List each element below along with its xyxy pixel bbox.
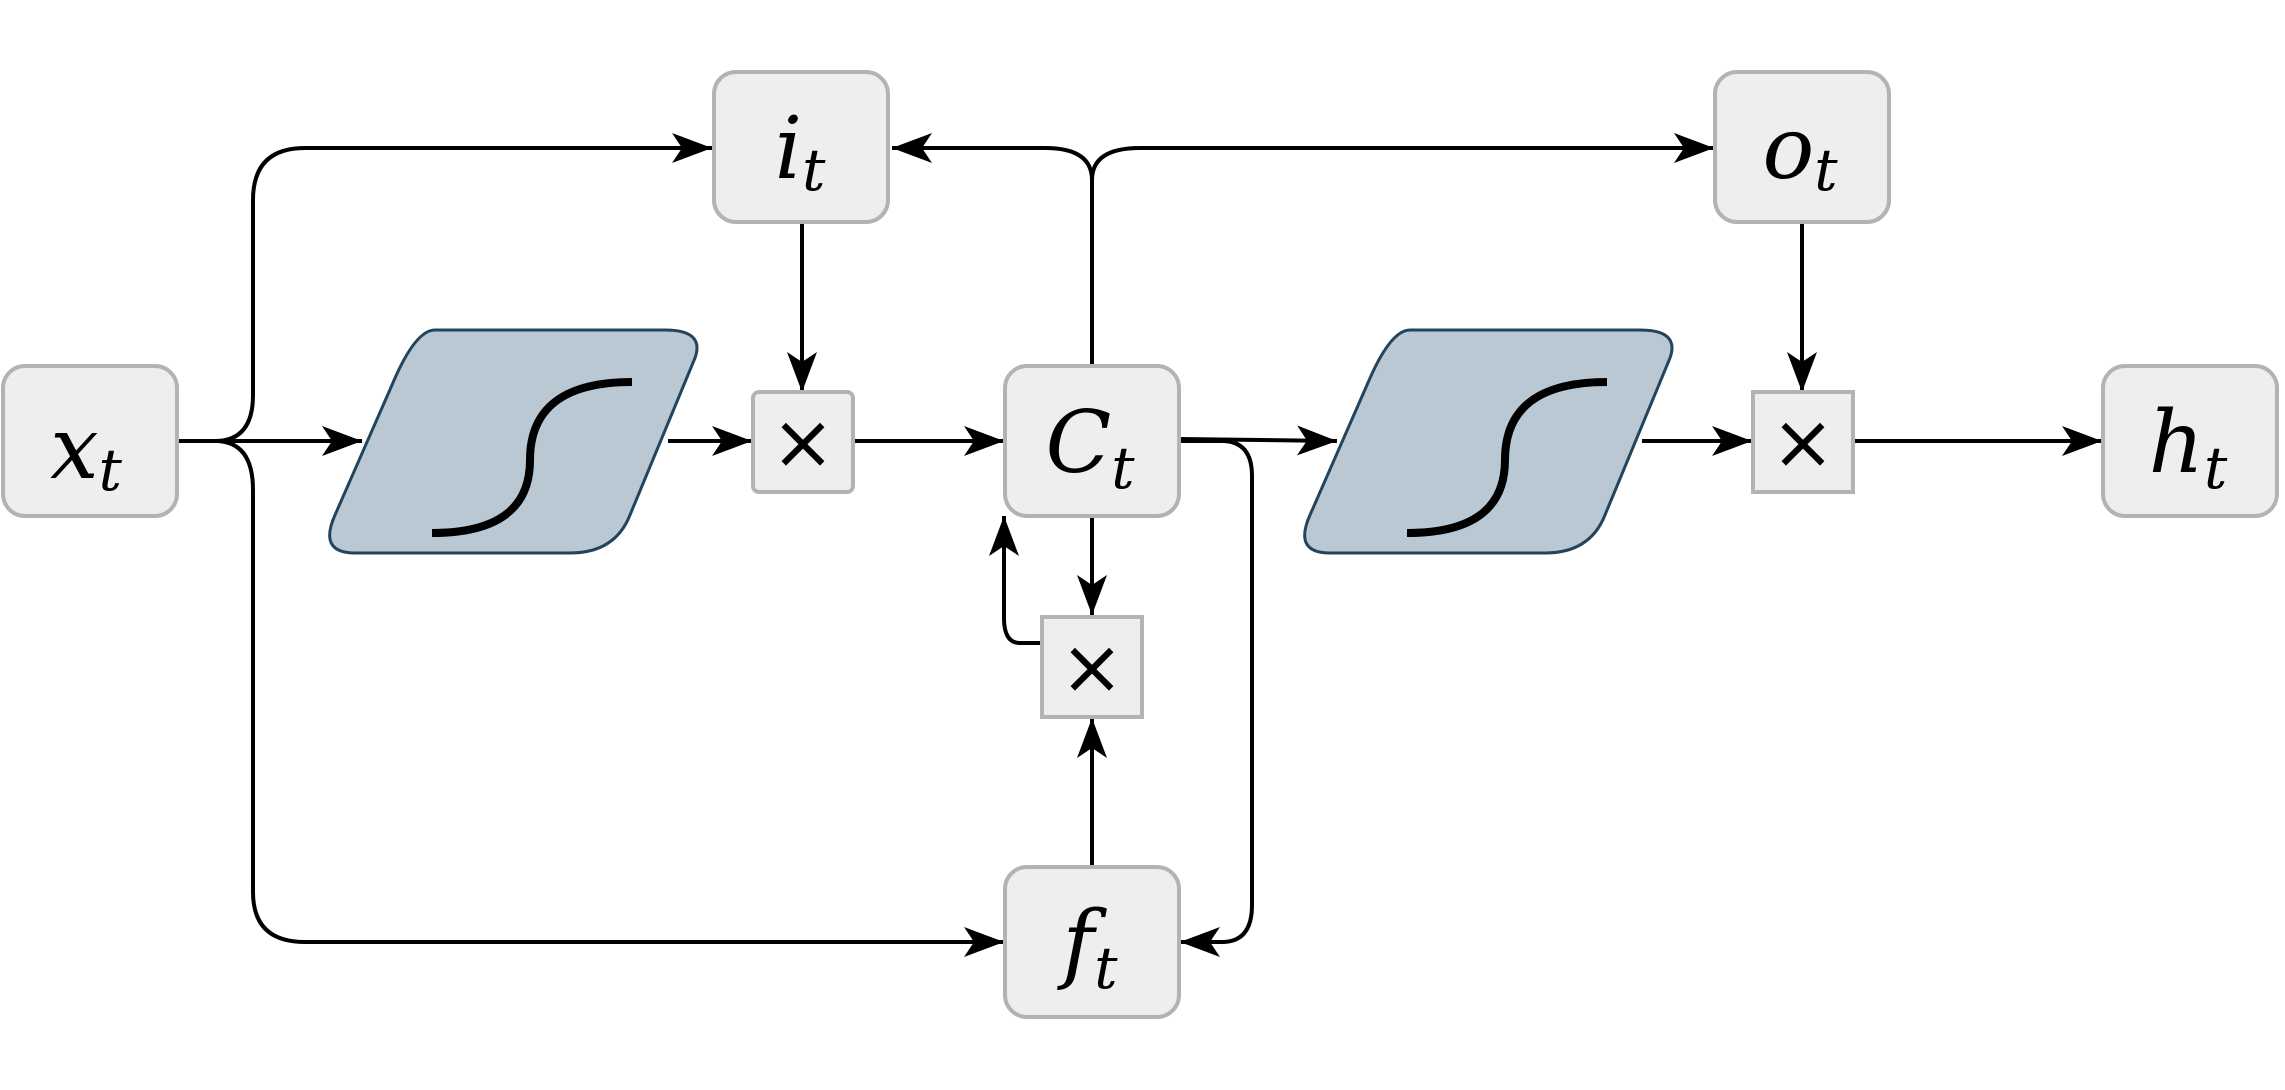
svg-text:xt: xt: [50, 399, 123, 504]
edge-mult-feedback: [989, 516, 1042, 645]
node-c-t: Ct: [1003, 364, 1181, 518]
multiply-symbol: ×: [1771, 397, 1835, 486]
sigmoid-curve-icon: [1406, 378, 1608, 537]
activation-shape: [328, 328, 699, 555]
activation-1: [328, 328, 699, 555]
node-subscript: t: [802, 136, 826, 204]
node-subscript: t: [99, 436, 123, 504]
node-base-letter: o: [1762, 99, 1814, 199]
edges: [178, 133, 2102, 957]
multiply-symbol: ×: [1060, 622, 1124, 711]
svg-text:it: it: [775, 99, 827, 204]
sigmoid-curve-icon: [431, 378, 633, 537]
svg-text:ht: ht: [2149, 393, 2228, 502]
activation-shape: [1303, 328, 1674, 555]
multiply-node-3: ×: [1040, 615, 1144, 719]
svg-text:ot: ot: [1762, 99, 1838, 204]
node-o-t: ot: [1713, 70, 1891, 224]
node-base-letter: i: [775, 99, 803, 199]
node-subscript: t: [2204, 434, 2228, 502]
node-base-letter: x: [50, 399, 99, 499]
node-subscript: t: [1094, 934, 1118, 1002]
node-base-letter: C: [1045, 393, 1111, 493]
svg-text:ft: ft: [1056, 893, 1118, 1002]
edge-x-to-i: [178, 133, 712, 443]
edge-c-to-f: [1180, 439, 1254, 957]
multiply-symbol: ×: [771, 397, 835, 486]
node-f-t: ft: [1003, 865, 1181, 1019]
edge-x-to-f: [214, 439, 1004, 957]
svg-text:Ct: Ct: [1045, 393, 1135, 502]
node-base-letter: h: [2149, 393, 2204, 493]
multiply-node-1: ×: [751, 390, 855, 494]
edge-c-to-o: [1090, 133, 1714, 181]
activation-2: [1303, 328, 1674, 555]
node-subscript: t: [1111, 434, 1135, 502]
multiply-node-2: ×: [1751, 390, 1855, 494]
node-x-t: xt: [1, 364, 179, 518]
node-i-t: it: [712, 70, 890, 224]
node-subscript: t: [1814, 136, 1838, 204]
edge-c-to-i: [892, 133, 1094, 366]
node-h-t: ht: [2101, 364, 2279, 518]
